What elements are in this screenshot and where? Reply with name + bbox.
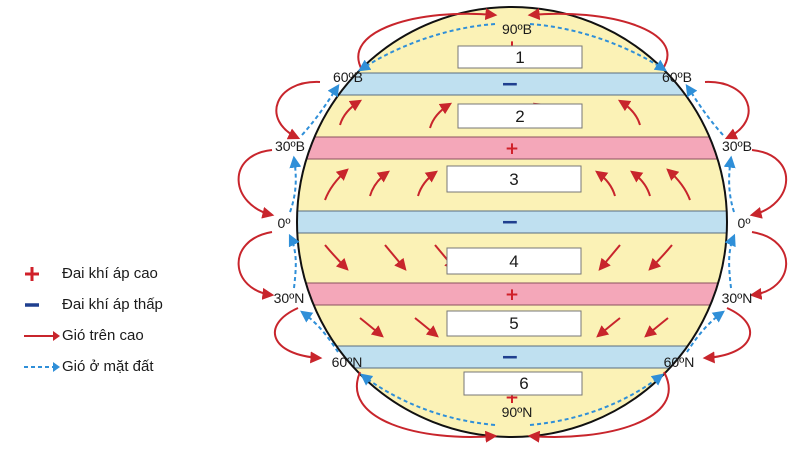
legend-low-label: Đai khí áp thấp [62, 296, 163, 313]
answer-box-6-label: 6 [519, 374, 528, 393]
lat-60n-left: 60ºB [333, 69, 363, 85]
legend: Đai khí áp cao Đai khí áp thấp Gió trên … [22, 258, 252, 382]
lat-90s: 90ºN [502, 404, 533, 420]
belt-sign-30n: + [505, 139, 519, 159]
minus-icon [22, 295, 62, 315]
legend-low-pressure: Đai khí áp thấp [22, 289, 252, 320]
globe [297, 7, 727, 437]
belt-sign-60n: − [501, 72, 519, 97]
legend-surface-label: Gió ở mặt đất [62, 358, 154, 375]
legend-upper-label: Gió trên cao [62, 327, 144, 344]
answer-box-3[interactable] [446, 165, 582, 193]
lat-30s-right: 30ºN [722, 290, 753, 306]
legend-upper-wind: Gió trên cao [22, 320, 252, 351]
lat-60s-right: 60ºN [664, 354, 695, 370]
legend-high-pressure: Đai khí áp cao [22, 258, 252, 289]
belt-sign-equator: − [501, 210, 519, 235]
answer-box-2[interactable] [457, 103, 583, 129]
answer-boxes: 1 2 3 4 5 6 [446, 45, 583, 396]
lat-equator-left: 0º [278, 215, 291, 231]
lat-30n-left: 30ºB [275, 138, 305, 154]
globe-outline [296, 6, 728, 438]
red-arrow-icon [22, 326, 62, 346]
lat-60s-left: 60ºN [332, 354, 363, 370]
answer-box-5[interactable] [446, 310, 582, 337]
answer-box-6[interactable] [463, 371, 583, 396]
belt-low-60n [297, 72, 727, 96]
lat-90n: 90ºB [502, 21, 532, 37]
answer-box-2-label: 2 [515, 107, 524, 126]
belt-low-60s [297, 345, 727, 369]
answer-box-4[interactable] [446, 247, 582, 275]
answer-box-3-label: 3 [509, 170, 518, 189]
plus-icon [22, 264, 62, 284]
answer-box-4-label: 4 [509, 252, 518, 271]
belt-low-equator [297, 210, 727, 234]
answer-box-1-label: 1 [515, 48, 524, 67]
belt-sign-30s: + [505, 285, 519, 305]
legend-high-label: Đai khí áp cao [62, 265, 158, 282]
answer-box-1[interactable] [457, 45, 583, 69]
circulation-cells [237, 8, 788, 443]
belt-high-30n [297, 136, 727, 160]
belt-high-30s [297, 282, 727, 306]
lat-equator-right: 0º [738, 215, 751, 231]
answer-box-5-label: 5 [509, 314, 518, 333]
belt-sign-60s: − [501, 345, 519, 370]
legend-surface-wind: Gió ở mặt đất [22, 351, 252, 382]
lat-30n-right: 30ºB [722, 138, 752, 154]
lat-30s-left: 30ºN [274, 290, 305, 306]
lat-60n-right: 60ºB [662, 69, 692, 85]
blue-dashed-arrow-icon [22, 357, 62, 377]
